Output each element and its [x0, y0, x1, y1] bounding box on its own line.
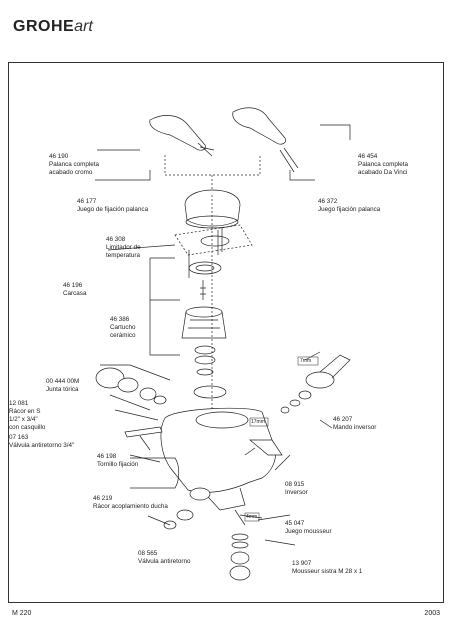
mixer-body-shape — [160, 407, 277, 493]
tool-7mm-label: 7mm — [300, 358, 312, 364]
o-ring-shape — [193, 385, 227, 399]
tool-4mm-label: 4mm — [246, 514, 258, 520]
page-code: M 220 — [12, 610, 32, 617]
lever-chrome-shape — [149, 115, 206, 151]
diagram-frame — [8, 62, 444, 603]
brand-name: GROHE — [13, 18, 75, 35]
grohe-logo: GROHEart — [13, 18, 93, 48]
tool-17mm-label: 17mm — [251, 419, 265, 425]
dome-cap-shape — [184, 189, 241, 227]
page-year: 2003 — [424, 610, 440, 617]
brand-subline: art — [74, 18, 93, 35]
lever-davinci-shape — [232, 107, 286, 145]
